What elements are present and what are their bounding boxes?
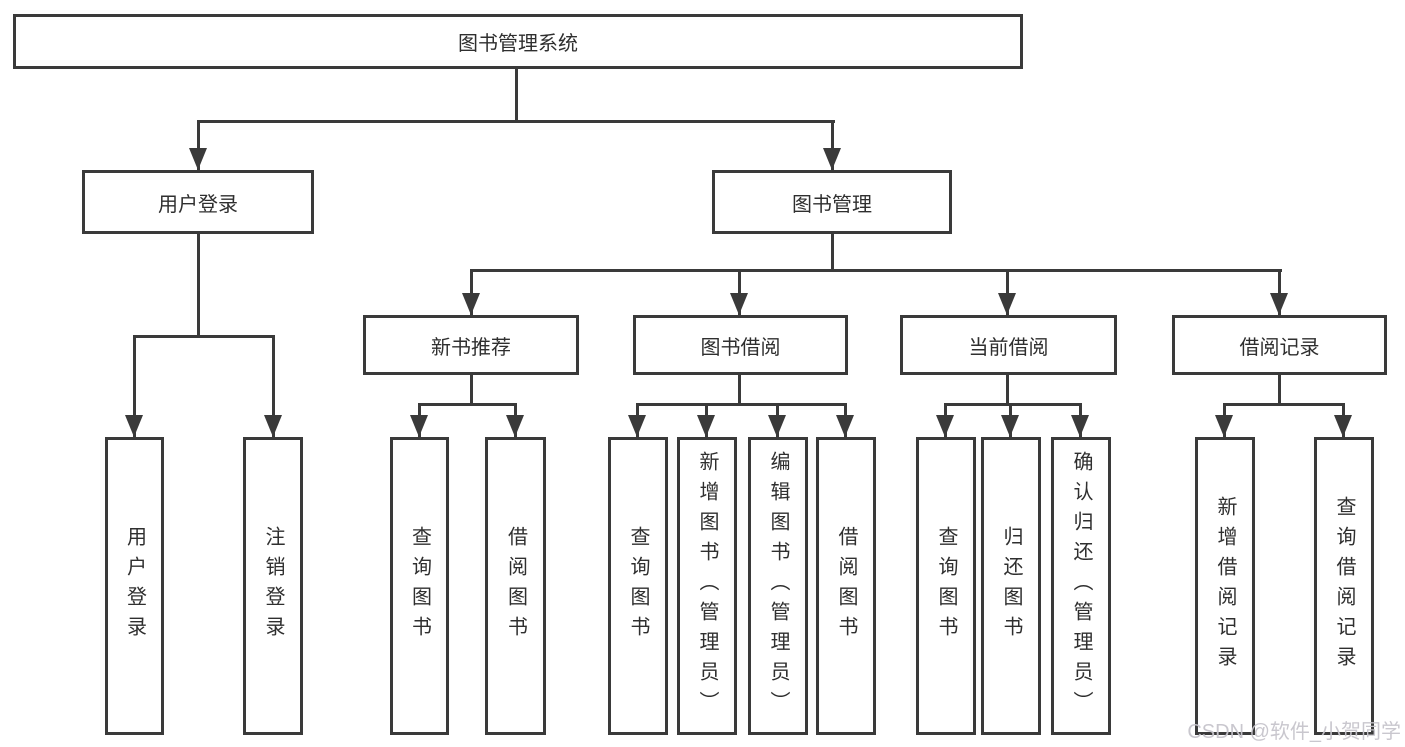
connector-line — [1223, 403, 1345, 406]
leaf-borrow-books: 借阅图书 — [816, 437, 876, 735]
connector-line — [197, 120, 835, 123]
connector-line — [1006, 375, 1009, 405]
node-label: 新增借阅记录 — [1214, 496, 1236, 676]
arrowhead-down-icon — [125, 415, 143, 437]
connector-line — [738, 375, 741, 405]
node-label: 查询图书 — [627, 526, 649, 646]
arrowhead-down-icon — [462, 293, 480, 315]
node-label: 新增图书（管理员） — [696, 451, 718, 721]
leaf-query-books-recommend: 查询图书 — [390, 437, 449, 735]
arrowhead-down-icon — [628, 415, 646, 437]
node-new-book-recommend: 新书推荐 — [363, 315, 579, 375]
connector-line — [133, 335, 275, 338]
node-label: 注销登录 — [262, 526, 284, 646]
connector-line — [470, 375, 473, 405]
connector-line — [1006, 269, 1009, 315]
leaf-add-book-admin: 新增图书（管理员） — [677, 437, 737, 735]
csdn-watermark: CSDN @软件_小贺同学 — [1187, 721, 1401, 743]
arrowhead-down-icon — [189, 148, 207, 170]
node-label: 图书借阅 — [700, 336, 781, 359]
arrowhead-down-icon — [936, 415, 954, 437]
arrowhead-down-icon — [823, 148, 841, 170]
node-label: 借阅图书 — [835, 526, 857, 646]
leaf-confirm-return-admin: 确认归还（管理员） — [1051, 437, 1111, 735]
arrowhead-down-icon — [836, 415, 854, 437]
node-borrow-records: 借阅记录 — [1172, 315, 1387, 375]
connector-line — [636, 403, 847, 406]
node-label: 图书管理 — [792, 193, 872, 216]
arrowhead-down-icon — [1270, 293, 1288, 315]
leaf-user-login: 用户登录 — [105, 437, 164, 735]
arrowhead-down-icon — [768, 415, 786, 437]
node-label: 编辑图书（管理员） — [767, 451, 789, 721]
connector-line — [1278, 269, 1281, 315]
node-label: 用户登录 — [158, 193, 238, 216]
node-book-borrow: 图书借阅 — [633, 315, 848, 375]
arrowhead-down-icon — [1071, 415, 1089, 437]
node-book-management: 图书管理 — [712, 170, 952, 234]
node-current-borrow: 当前借阅 — [900, 315, 1117, 375]
node-label: 当前借阅 — [968, 336, 1049, 359]
arrowhead-down-icon — [506, 415, 524, 437]
connector-line — [1278, 375, 1281, 405]
connector-line — [272, 335, 275, 437]
leaf-add-borrow-record: 新增借阅记录 — [1195, 437, 1255, 735]
node-label: 查询图书 — [935, 526, 957, 646]
leaf-logout: 注销登录 — [243, 437, 303, 735]
node-label: 查询借阅记录 — [1333, 496, 1355, 676]
arrowhead-down-icon — [1334, 415, 1352, 437]
node-label: 归还图书 — [1000, 526, 1022, 646]
arrowhead-down-icon — [410, 415, 428, 437]
leaf-query-books-current: 查询图书 — [916, 437, 976, 735]
node-label: 新书推荐 — [431, 336, 511, 359]
connector-line — [197, 234, 200, 338]
node-user-login: 用户登录 — [82, 170, 314, 234]
node-label: 图书管理系统 — [458, 33, 578, 55]
connector-line — [133, 335, 136, 437]
connector-line — [944, 403, 1082, 406]
connector-line — [418, 403, 517, 406]
arrowhead-down-icon — [998, 293, 1016, 315]
arrowhead-down-icon — [264, 415, 282, 437]
arrowhead-down-icon — [1215, 415, 1233, 437]
leaf-query-borrow-record: 查询借阅记录 — [1314, 437, 1374, 735]
connector-line — [197, 120, 200, 170]
leaf-borrow-books-recommend: 借阅图书 — [485, 437, 546, 735]
connector-line — [470, 269, 473, 315]
leaf-edit-book-admin: 编辑图书（管理员） — [748, 437, 808, 735]
connector-line — [831, 234, 834, 271]
node-label: 用户登录 — [123, 526, 146, 646]
connector-line — [470, 269, 1282, 272]
connector-line — [515, 69, 518, 122]
connector-line — [738, 269, 741, 315]
arrowhead-down-icon — [697, 415, 715, 437]
node-label: 查询图书 — [408, 526, 431, 646]
leaf-query-books-borrow: 查询图书 — [608, 437, 668, 735]
node-label: 借阅图书 — [504, 526, 527, 646]
node-label: 确认归还（管理员） — [1070, 451, 1092, 721]
leaf-return-book: 归还图书 — [981, 437, 1041, 735]
arrowhead-down-icon — [730, 293, 748, 315]
connector-line — [831, 120, 834, 170]
node-root-library-system: 图书管理系统 — [13, 14, 1023, 69]
arrowhead-down-icon — [1001, 415, 1019, 437]
node-label: 借阅记录 — [1239, 336, 1320, 359]
